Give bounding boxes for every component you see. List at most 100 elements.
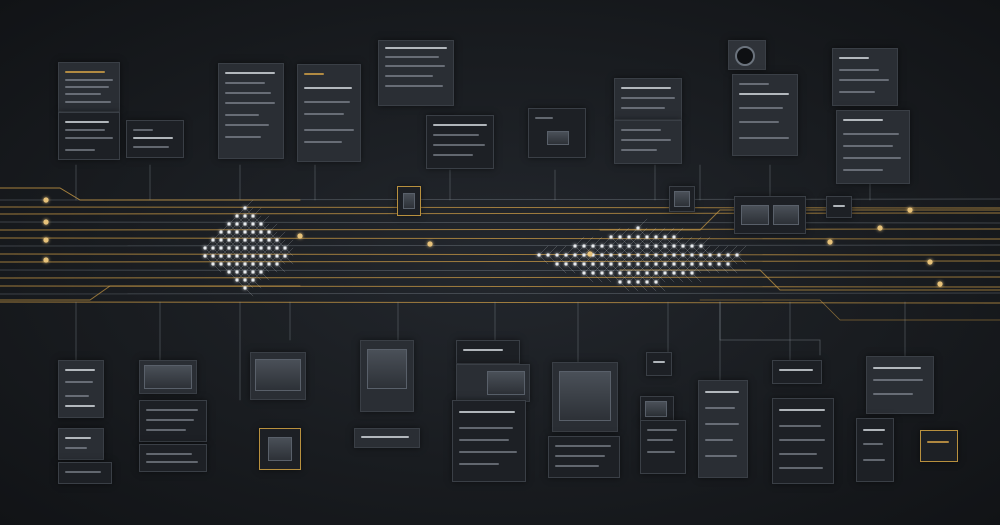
network-node: [297, 233, 303, 239]
network-node: [681, 262, 685, 266]
info-panel-top-3: [126, 120, 184, 158]
wire: [592, 254, 603, 265]
info-panel-bottom-5: [139, 444, 207, 472]
network-node: [681, 271, 685, 275]
wire: [682, 245, 693, 256]
network-node: [636, 253, 640, 257]
network-node: [275, 254, 279, 258]
wire: [691, 236, 702, 247]
wire: [664, 263, 675, 274]
wire: [655, 272, 666, 283]
wire: [699, 299, 1000, 321]
network-node: [636, 235, 640, 239]
network-node: [227, 238, 231, 242]
info-panel-bottom-1: [58, 360, 104, 418]
network-node: [283, 254, 287, 258]
wire: [268, 255, 278, 265]
info-panel-bottom-9: [452, 400, 526, 482]
network-node: [235, 262, 239, 266]
network-node: [681, 244, 685, 248]
network-node: [600, 244, 604, 248]
wire: [709, 245, 720, 256]
wire: [718, 254, 729, 265]
network-node: [243, 270, 247, 274]
network-node: [645, 235, 649, 239]
wire: [0, 228, 1000, 231]
wire: [276, 231, 286, 241]
info-panel-top-2: [58, 112, 120, 160]
info-panel-bottom-13: [640, 420, 686, 474]
network-node: [636, 280, 640, 284]
wire: [268, 231, 278, 241]
wire: [709, 254, 720, 265]
network-node: [690, 262, 694, 266]
wire: [691, 272, 702, 283]
network-node: [251, 214, 255, 218]
network-node: [672, 253, 676, 257]
wire: [619, 245, 630, 256]
wire: [244, 279, 254, 289]
network-node: [654, 280, 658, 284]
network-node: [717, 253, 721, 257]
wire: [556, 263, 567, 274]
wire: [709, 263, 720, 274]
wire: [601, 272, 612, 283]
network-node: [609, 253, 613, 257]
wire: [646, 263, 657, 274]
network-node: [43, 197, 49, 203]
wire: [655, 245, 666, 256]
wire: [236, 223, 246, 233]
network-node: [627, 262, 631, 266]
network-node: [877, 225, 883, 231]
network-node: [555, 253, 559, 257]
network-node: [259, 246, 263, 250]
image-panel-bottom-4: [552, 362, 618, 432]
wire: [592, 263, 603, 274]
info-panel-bottom-7: [354, 428, 420, 448]
network-node: [275, 262, 279, 266]
network-node: [211, 246, 215, 250]
wire: [610, 272, 621, 283]
wire: [646, 272, 657, 283]
network-node: [636, 244, 640, 248]
network-node: [708, 262, 712, 266]
wire: [628, 227, 639, 238]
network-node: [627, 280, 631, 284]
network-node: [259, 222, 263, 226]
chip-mid-3: [734, 196, 806, 234]
wire: [212, 263, 222, 273]
wire: [538, 245, 549, 256]
info-panel-bottom-10: [548, 436, 620, 478]
network-node: [251, 238, 255, 242]
network-node: [627, 244, 631, 248]
info-panel-bottom-14: [698, 380, 748, 478]
wire: [610, 254, 621, 265]
wire: [664, 227, 675, 238]
wire: [619, 269, 1000, 291]
image-panel-bottom-2: [250, 352, 306, 400]
wire: [284, 247, 294, 257]
wire: [244, 199, 254, 209]
wire: [691, 254, 702, 265]
wire: [664, 254, 675, 265]
wire: [236, 263, 246, 273]
wire: [220, 239, 230, 249]
network-node: [582, 253, 586, 257]
network-node: [211, 254, 215, 258]
network-node: [243, 206, 247, 210]
wire: [0, 221, 1000, 224]
wire: [655, 227, 666, 238]
info-panel-bottom-18: [856, 418, 894, 482]
network-node: [927, 259, 933, 265]
wire: [637, 281, 648, 292]
network-node: [618, 253, 622, 257]
wire: [619, 263, 630, 274]
wire: [236, 255, 246, 265]
network-node: [672, 262, 676, 266]
wire: [673, 263, 684, 274]
camera-icon: [728, 40, 766, 70]
network-node: [726, 262, 730, 266]
chip-bottom-gold: [259, 428, 301, 470]
wire: [682, 263, 693, 274]
wire: [628, 272, 639, 283]
